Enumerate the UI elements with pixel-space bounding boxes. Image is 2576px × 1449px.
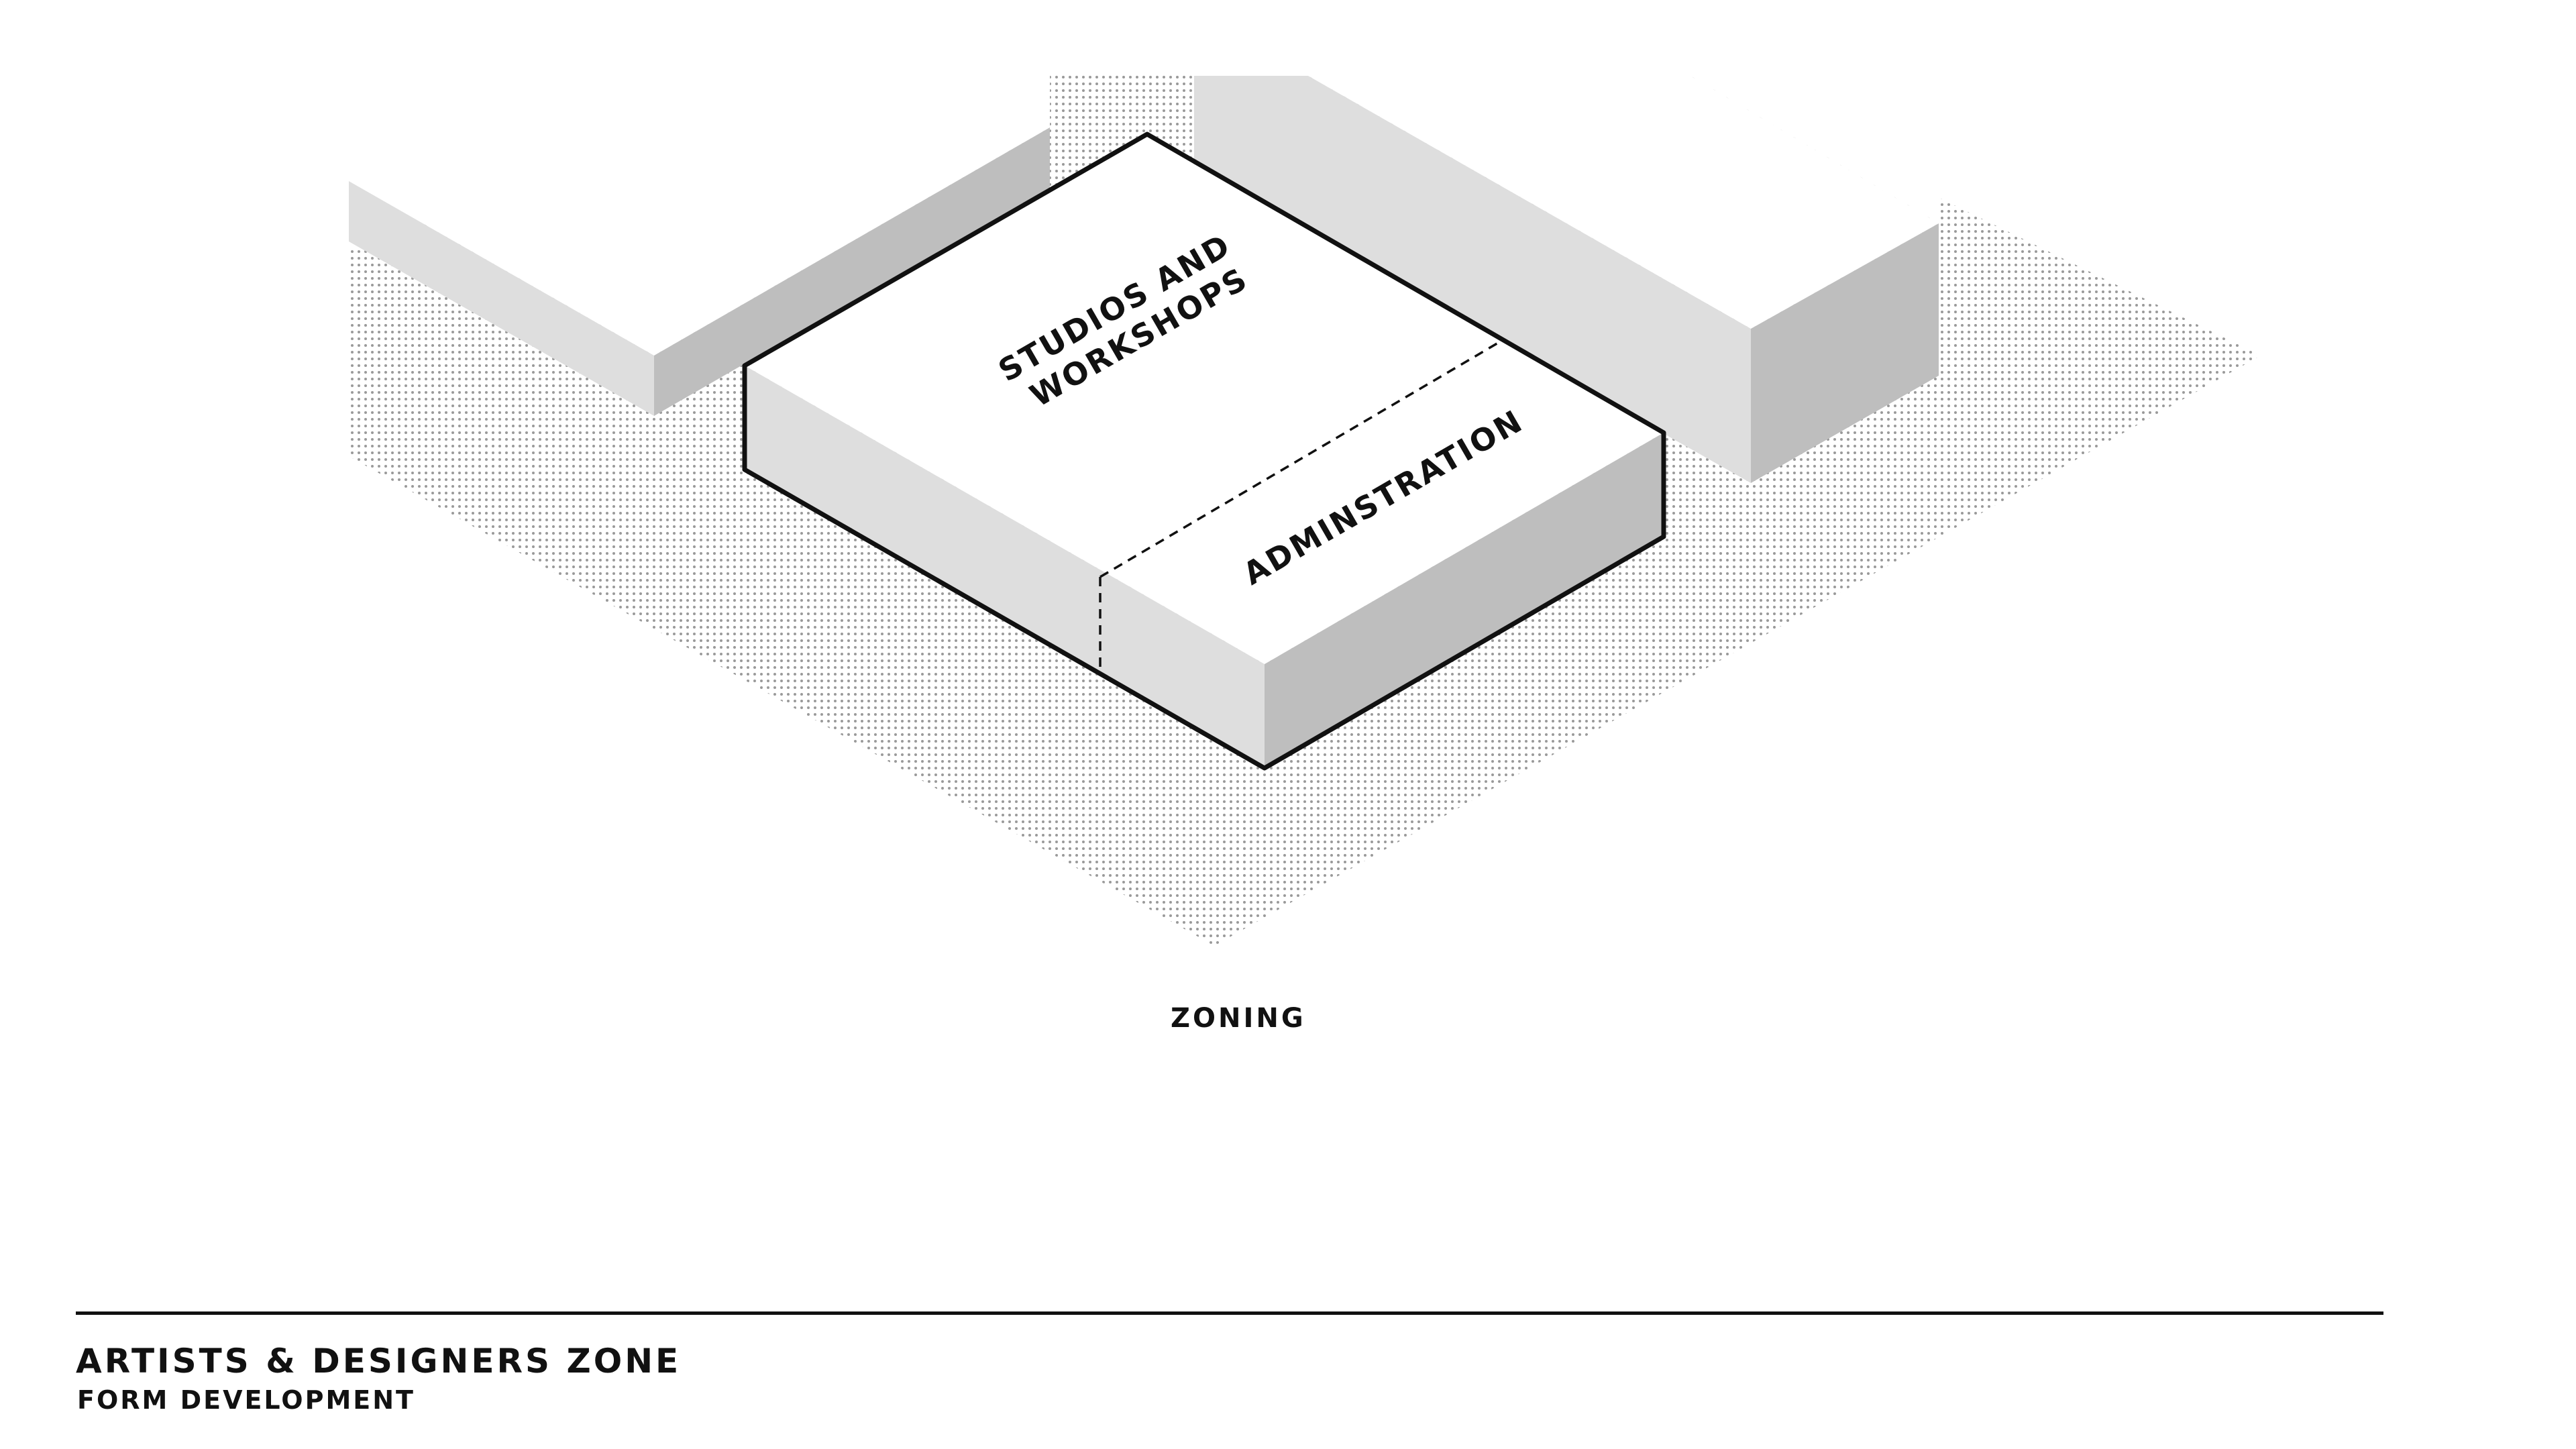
context-building-left: [349, 76, 1050, 416]
block-top-face: [745, 134, 1664, 664]
footer-title: ARTISTS & DESIGNERS ZONE: [76, 1342, 682, 1381]
diagram-caption: ZONING: [1171, 1003, 1306, 1034]
footer-subtitle: FORM DEVELOPMENT: [77, 1385, 415, 1415]
main-building-block: [742, 131, 1666, 771]
block-front-left-face: [745, 366, 1265, 768]
zone-divider-dashed: [1099, 341, 1500, 674]
footer-divider: [76, 1311, 2383, 1315]
block-outline: [742, 131, 1666, 771]
block-front-right-face: [1265, 433, 1664, 768]
zoning-diagram: STUDIOS AND WORKSHOPS ADMINSTRATION: [349, 76, 2261, 946]
context-building-right: [1194, 76, 1939, 483]
